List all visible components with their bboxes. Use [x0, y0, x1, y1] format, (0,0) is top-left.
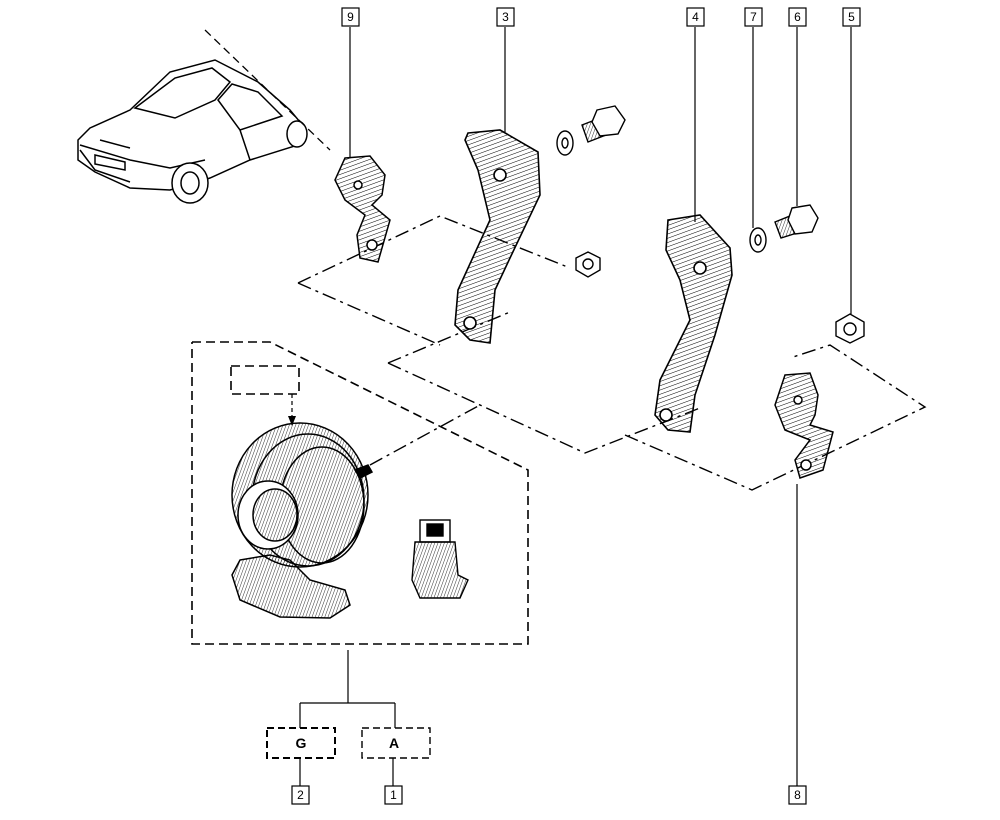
assembly-guide-lines [297, 215, 927, 491]
variant-box-a: A [361, 727, 431, 759]
callout-4: 4 [686, 7, 705, 27]
callout-8: 8 [788, 785, 807, 805]
svg-text:8: 8 [794, 788, 801, 802]
nut-5 [835, 313, 865, 344]
svg-text:5: 5 [848, 10, 855, 24]
clip-bracket-9 [334, 155, 391, 263]
svg-text:2: 2 [297, 788, 304, 802]
variant-label-a: A [389, 735, 399, 751]
callout-2: 2 [291, 785, 310, 805]
callout-leaders [299, 27, 852, 786]
variant-label-g: G [296, 735, 307, 751]
bolt-6 [774, 204, 819, 239]
bracket-3 [454, 129, 541, 344]
callout-7: 7 [744, 7, 763, 27]
car-illustration [77, 59, 308, 204]
svg-text:1: 1 [390, 788, 397, 802]
callout-6: 6 [788, 7, 807, 27]
washer-7 [749, 227, 767, 253]
svg-text:9: 9 [347, 10, 354, 24]
connector-plug [411, 519, 469, 599]
clip-bracket-8 [774, 372, 834, 479]
arrow-icon [288, 416, 296, 426]
horn-unit [231, 422, 374, 619]
washer-upper [556, 130, 574, 156]
variant-box-g: G [266, 727, 336, 759]
svg-text:6: 6 [794, 10, 801, 24]
svg-text:3: 3 [502, 10, 509, 24]
callout-9: 9 [341, 7, 360, 27]
bracket-4 [654, 214, 733, 433]
callout-3: 3 [496, 7, 515, 27]
svg-text:7: 7 [750, 10, 757, 24]
nut-upper [575, 251, 601, 278]
callout-5: 5 [842, 7, 861, 27]
svg-text:4: 4 [692, 10, 699, 24]
bolt-upper [581, 105, 626, 143]
horn-kit-enclosure [191, 341, 529, 645]
car-cut-line [204, 29, 331, 151]
callout-1: 1 [384, 785, 403, 805]
